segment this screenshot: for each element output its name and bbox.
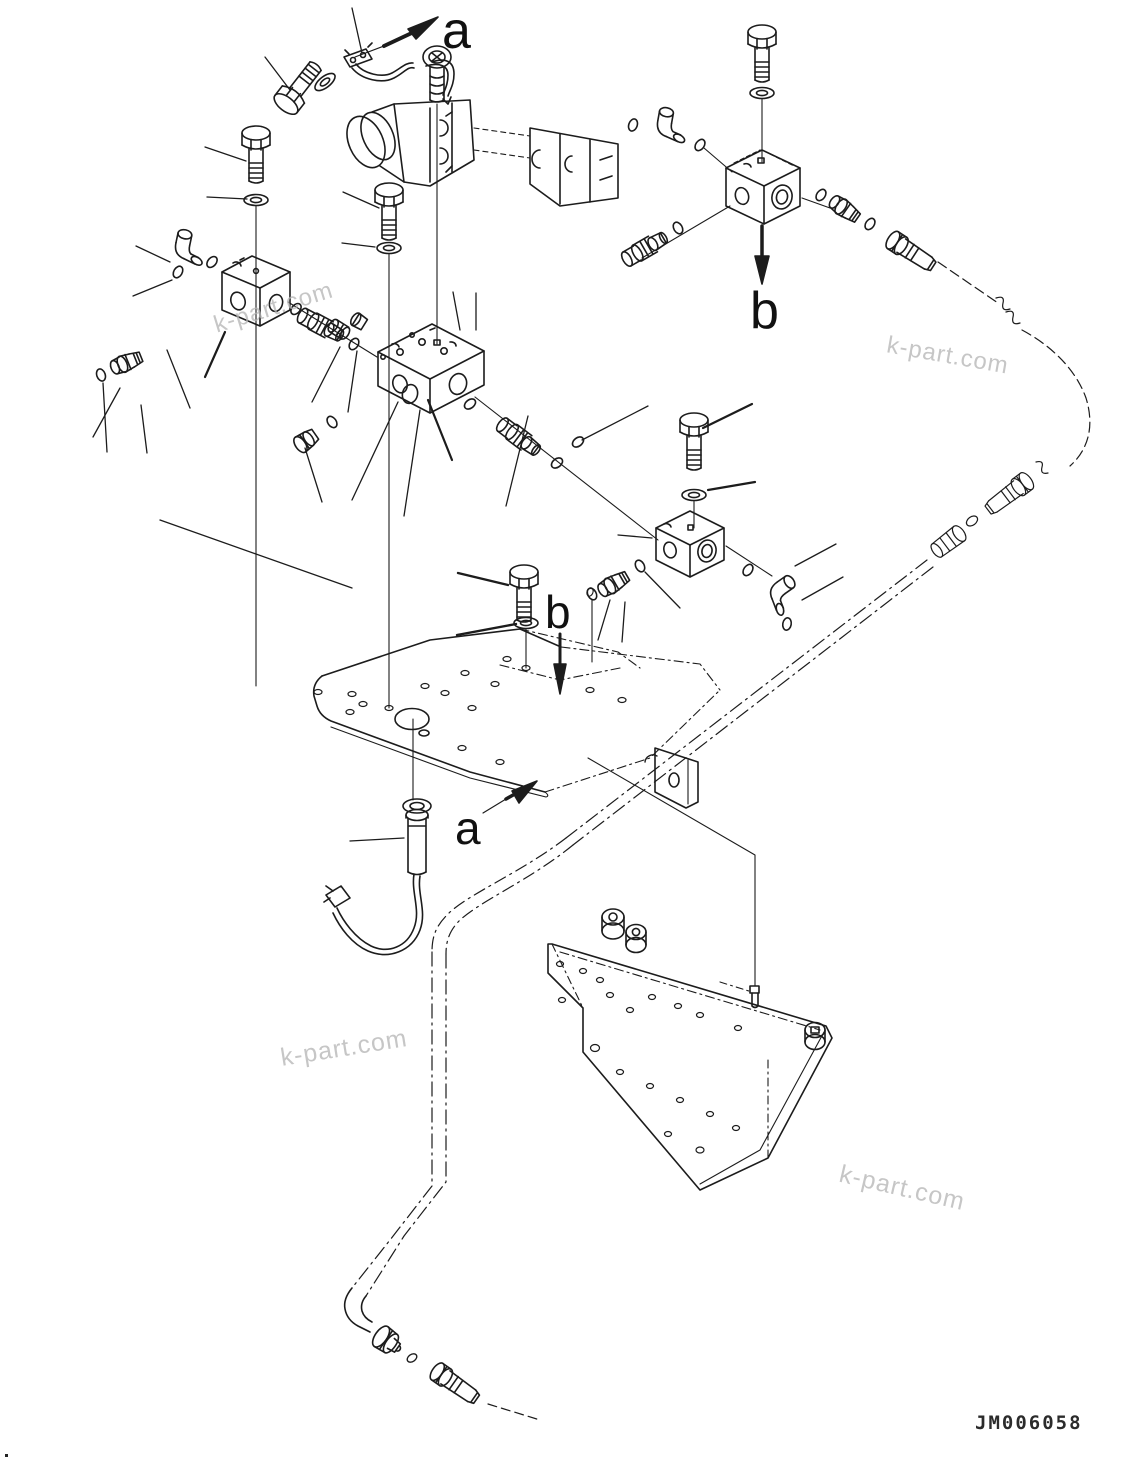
view-label-a-top: a — [442, 2, 471, 60]
view-arrow-a-top-icon — [354, 16, 439, 58]
oring — [813, 186, 829, 204]
oring — [346, 335, 362, 353]
oring — [324, 413, 340, 431]
tube-nut — [371, 1325, 402, 1354]
valve-block-mid-right — [655, 510, 725, 578]
hose-tail — [487, 1403, 541, 1421]
oring — [670, 219, 686, 237]
bolt-center — [374, 182, 404, 241]
pressure-sensor — [323, 718, 432, 956]
hose-run — [343, 261, 1091, 1333]
view-label-a-mid: a — [455, 802, 481, 854]
mounting-plate-upper — [312, 628, 721, 809]
elbow-fitting-top-left — [171, 227, 210, 269]
top-left-bolt — [269, 55, 329, 119]
washer-center — [376, 241, 402, 255]
hose-fitting — [882, 228, 940, 276]
oring — [626, 116, 640, 134]
oring — [548, 455, 566, 471]
washer-top-right — [749, 86, 775, 100]
view-label-b-top: b — [750, 282, 779, 340]
elbow-fitting — [761, 572, 808, 619]
view-arrow-b-mid-icon — [553, 632, 567, 695]
view-arrow-b-top-icon — [754, 224, 770, 285]
view-label-b-mid: b — [545, 586, 571, 638]
socket-bolt — [422, 45, 452, 103]
manifold-block-center — [377, 323, 485, 414]
nipple-fitting — [825, 191, 864, 226]
elbow-fitting — [653, 105, 692, 146]
oring — [569, 434, 587, 450]
oring — [692, 136, 708, 154]
oring — [740, 561, 756, 579]
bolt-top-right — [747, 24, 777, 83]
check-valve — [294, 305, 348, 346]
valve-block-left — [221, 255, 291, 327]
oring — [170, 263, 186, 281]
washer-plate — [513, 616, 539, 630]
bolt-left — [241, 125, 271, 184]
oring — [203, 253, 221, 271]
drawing-number: JM006058 — [975, 1412, 1083, 1434]
oring — [780, 616, 794, 632]
axis-center-to-midright — [474, 396, 659, 541]
oring — [94, 366, 108, 384]
grommet — [601, 908, 625, 940]
leader-lines — [92, 7, 844, 842]
tube — [351, 59, 455, 105]
top-left-washer — [311, 69, 339, 95]
cap-fitting — [349, 312, 369, 331]
bracket-plate-lower — [547, 908, 833, 1191]
leader-bracket — [587, 757, 756, 987]
oring — [461, 396, 479, 412]
nipple-fitting — [594, 567, 633, 601]
valve-block-top-right — [725, 149, 801, 225]
axis-left-to-center — [287, 301, 378, 358]
check-valve — [618, 227, 672, 270]
view-arrow-a-mid-icon — [482, 780, 538, 814]
bolt-mid-right — [679, 412, 709, 471]
grommet — [804, 1021, 826, 1051]
hose-fitting-bottom — [426, 1359, 484, 1409]
stray-dot — [5, 1454, 8, 1457]
nipple-fitting-left — [107, 348, 145, 378]
bolt-plate — [509, 564, 539, 623]
axis — [703, 147, 733, 173]
oring — [404, 1351, 420, 1365]
washer-mid-right — [681, 488, 707, 502]
washer-left — [243, 193, 269, 207]
solenoid-valve — [346, 99, 619, 207]
tube-clamp — [343, 42, 373, 68]
oring — [862, 215, 878, 233]
axis — [725, 545, 773, 577]
oring — [632, 557, 648, 575]
grommet — [625, 923, 647, 954]
axis — [801, 197, 831, 209]
